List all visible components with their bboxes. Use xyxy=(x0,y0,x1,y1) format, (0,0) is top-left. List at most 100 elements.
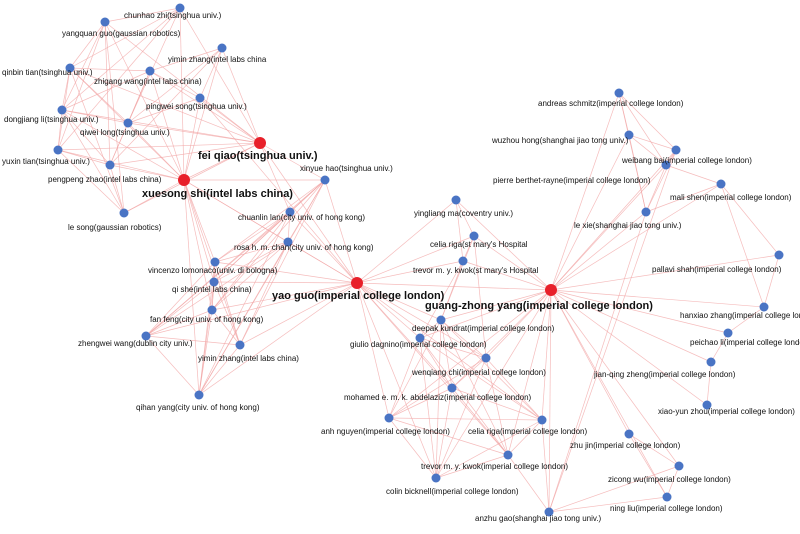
edge xyxy=(198,211,291,396)
edge xyxy=(199,97,358,284)
author-node-label: trevor m. y. kwok(imperial college londo… xyxy=(421,462,568,471)
author-node[interactable] xyxy=(774,250,784,260)
author-node[interactable] xyxy=(119,208,129,218)
author-node[interactable] xyxy=(671,145,681,155)
author-node-label: pierre berthet-rayne(imperial college lo… xyxy=(493,176,651,185)
author-node[interactable] xyxy=(123,118,133,128)
edge xyxy=(645,183,722,213)
author-node[interactable] xyxy=(209,277,219,287)
author-node[interactable] xyxy=(674,461,684,471)
author-node-label: qinbin tian(tsinghua univ.) xyxy=(2,68,93,77)
author-node-label: mali shen(imperial college london) xyxy=(670,193,792,202)
author-node[interactable] xyxy=(458,256,468,266)
author-node[interactable] xyxy=(469,231,479,241)
author-node[interactable] xyxy=(285,207,295,217)
edge xyxy=(214,241,289,263)
author-node[interactable] xyxy=(544,507,554,517)
author-node[interactable] xyxy=(235,340,245,350)
author-node-label: hanxiao zhang(imperial college london) xyxy=(680,311,800,320)
edge xyxy=(199,47,223,99)
author-node[interactable] xyxy=(614,88,624,98)
author-node[interactable] xyxy=(661,160,671,170)
edge xyxy=(259,142,358,284)
edge xyxy=(455,199,464,262)
author-node-label: fan feng(city univ. of hong kong) xyxy=(150,315,264,324)
author-node-label: chunhao zhi(tsinghua univ.) xyxy=(124,11,222,20)
edge xyxy=(435,357,487,479)
edge xyxy=(69,21,106,69)
edge xyxy=(213,241,289,283)
author-node[interactable] xyxy=(624,429,634,439)
author-node[interactable] xyxy=(100,17,110,27)
edge xyxy=(356,282,487,359)
author-node[interactable] xyxy=(415,333,425,343)
author-node[interactable] xyxy=(65,63,75,73)
hub-node[interactable] xyxy=(178,174,190,186)
author-node-label: ning liu(imperial college london) xyxy=(610,504,723,513)
author-node[interactable] xyxy=(195,93,205,103)
author-node[interactable] xyxy=(53,145,63,155)
edge xyxy=(149,70,185,181)
author-node-label: chuanlin lan(city univ. of hong kong) xyxy=(238,213,365,222)
author-node[interactable] xyxy=(723,328,733,338)
author-node[interactable] xyxy=(451,195,461,205)
author-node[interactable] xyxy=(145,66,155,76)
author-node[interactable] xyxy=(320,175,330,185)
hub-node[interactable] xyxy=(545,284,557,296)
edge xyxy=(183,47,223,181)
author-node-label: yimin zhang(intel labs china) xyxy=(198,354,299,363)
author-node[interactable] xyxy=(706,357,716,367)
edge xyxy=(57,21,106,151)
edge xyxy=(324,179,358,284)
author-node[interactable] xyxy=(716,179,726,189)
edge xyxy=(356,282,453,389)
edge xyxy=(109,164,125,214)
author-node-label: qi she(intel labs china) xyxy=(172,285,252,294)
hub-node[interactable] xyxy=(254,137,266,149)
edge xyxy=(104,21,185,181)
edge xyxy=(127,97,201,124)
author-node[interactable] xyxy=(141,331,151,341)
edge xyxy=(356,282,442,321)
author-node[interactable] xyxy=(662,492,672,502)
hub-node[interactable] xyxy=(351,277,363,289)
edge xyxy=(665,164,722,185)
author-node[interactable] xyxy=(194,390,204,400)
edge xyxy=(388,417,509,456)
author-node[interactable] xyxy=(217,43,227,53)
hub-node-label: xuesong shi(intel labs china) xyxy=(142,188,293,200)
author-node[interactable] xyxy=(481,353,491,363)
edge xyxy=(451,289,552,389)
author-node[interactable] xyxy=(641,207,651,217)
author-node[interactable] xyxy=(431,473,441,483)
edge xyxy=(61,21,106,111)
author-node[interactable] xyxy=(57,105,67,115)
author-node[interactable] xyxy=(283,237,293,247)
author-node[interactable] xyxy=(624,130,634,140)
edge xyxy=(388,289,552,419)
author-node[interactable] xyxy=(759,302,769,312)
author-node[interactable] xyxy=(384,413,394,423)
edge xyxy=(356,282,509,456)
edge xyxy=(435,289,552,479)
edge xyxy=(259,142,291,213)
edge xyxy=(548,149,677,513)
author-node[interactable] xyxy=(447,383,457,393)
author-node[interactable] xyxy=(210,257,220,267)
author-node[interactable] xyxy=(702,400,712,410)
edge xyxy=(435,319,442,479)
edge xyxy=(198,309,213,396)
edge xyxy=(507,289,552,456)
author-node[interactable] xyxy=(436,315,446,325)
edge xyxy=(419,289,552,339)
edge xyxy=(198,282,358,396)
author-node-label: giulio dagnino(imperial college london) xyxy=(350,340,487,349)
edge xyxy=(145,335,241,346)
author-node[interactable] xyxy=(207,305,217,315)
author-node[interactable] xyxy=(175,3,185,13)
edge xyxy=(451,357,487,389)
author-node[interactable] xyxy=(537,415,547,425)
author-node[interactable] xyxy=(503,450,513,460)
edge xyxy=(628,134,647,213)
author-node[interactable] xyxy=(105,160,115,170)
